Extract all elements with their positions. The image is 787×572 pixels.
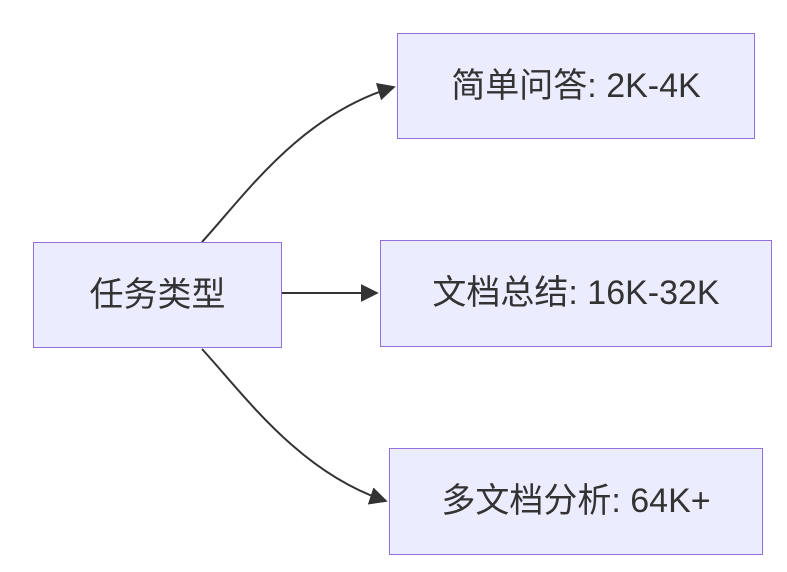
node-doc-summary-label: 文档总结: 16K-32K	[432, 274, 720, 313]
node-simple-qa-label: 简单问答: 2K-4K	[451, 66, 701, 105]
node-task-type-label: 任务类型	[89, 275, 226, 314]
node-multidoc: 多文档分析: 64K+	[389, 448, 763, 555]
node-simple-qa: 简单问答: 2K-4K	[397, 33, 755, 139]
node-doc-summary: 文档总结: 16K-32K	[380, 240, 772, 347]
edge-task-to-simple-qa	[201, 83, 396, 243]
node-task-type: 任务类型	[33, 242, 282, 348]
edge-task-to-multidoc	[201, 348, 388, 505]
node-multidoc-label: 多文档分析: 64K+	[441, 482, 711, 521]
